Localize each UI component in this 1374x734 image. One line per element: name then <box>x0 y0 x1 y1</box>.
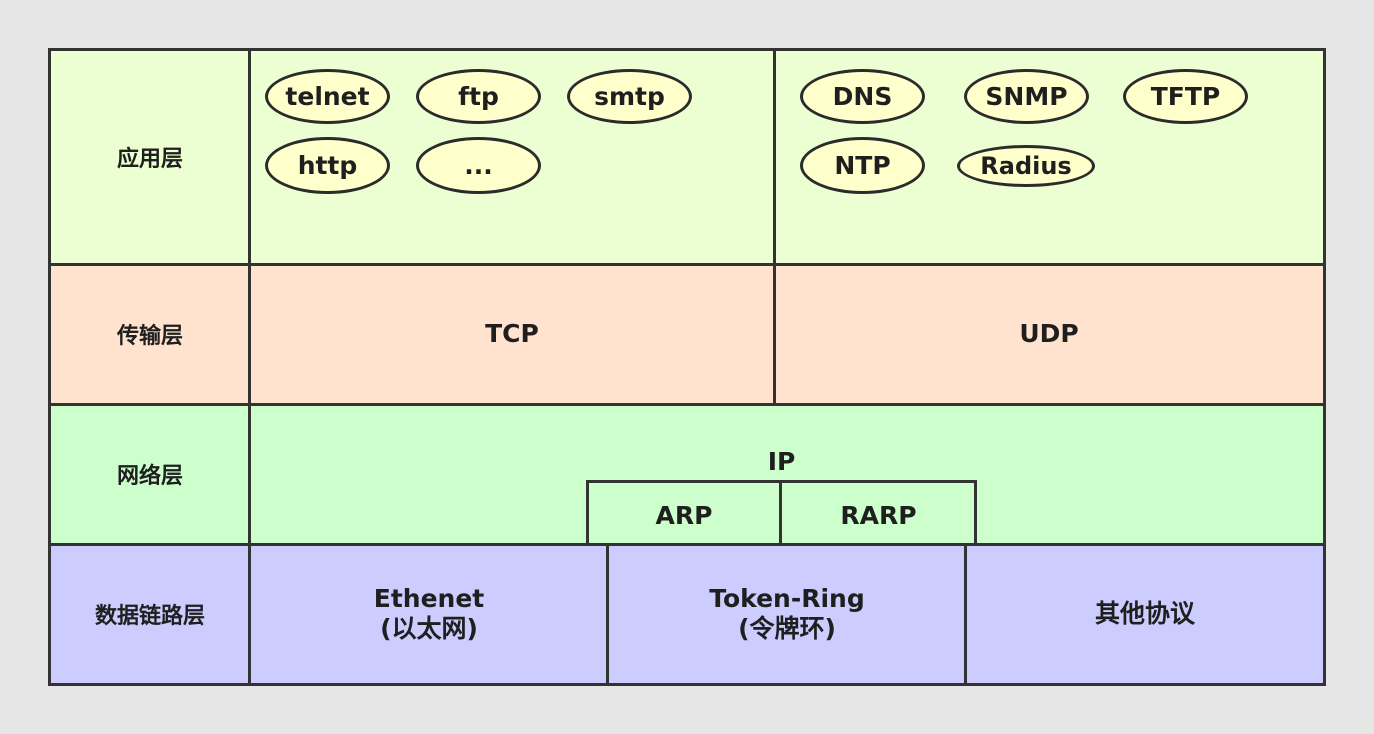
network-row <box>50 404 1324 544</box>
application-layer-label: 应用层 <box>116 147 183 172</box>
protocol-ntp: NTP <box>800 137 925 194</box>
protocol-more: ... <box>416 137 541 194</box>
network-ip: IP <box>767 447 796 476</box>
protocol-telnet: telnet <box>265 69 390 124</box>
row-divider-2 <box>48 403 1326 406</box>
protocol-tftp: TFTP <box>1123 69 1248 124</box>
protocol-smtp: smtp <box>567 69 692 124</box>
row-divider-1 <box>48 263 1326 266</box>
datalink-divider-2 <box>964 543 967 686</box>
ethernet-sublabel: (以太网) <box>380 614 478 643</box>
protocol-ftp: ftp <box>416 69 541 124</box>
border-top <box>48 48 1326 51</box>
datalink-row <box>50 544 1324 684</box>
row-divider-3 <box>48 543 1326 546</box>
label-column-divider <box>248 48 251 686</box>
arp-box-left <box>586 480 589 545</box>
arp-box-right <box>974 480 977 545</box>
transport-row <box>50 264 1324 404</box>
network-rarp: RARP <box>840 501 917 530</box>
network-arp: ARP <box>655 501 713 530</box>
datalink-layer-label: 数据链路层 <box>94 604 205 629</box>
protocol-snmp: SNMP <box>964 69 1089 124</box>
transport-tcp: TCP <box>485 319 539 348</box>
protocol-dns: DNS <box>800 69 925 124</box>
protocol-http: http <box>265 137 390 194</box>
network-layer-label: 网络层 <box>116 464 183 489</box>
transport-udp: UDP <box>1019 319 1079 348</box>
token-ring-sublabel: (令牌环) <box>738 614 836 643</box>
datalink-divider-1 <box>606 543 609 686</box>
transport-layer-label: 传输层 <box>116 324 183 349</box>
arp-rarp-divider <box>779 480 782 545</box>
datalink-other: 其他协议 <box>1094 599 1195 628</box>
border-bottom <box>48 683 1326 686</box>
token-ring-label: Token-Ring <box>709 584 865 613</box>
border-right <box>1323 48 1326 686</box>
protocol-radius: Radius <box>957 145 1095 187</box>
ethernet-label: Ethenet <box>373 584 485 613</box>
border-left <box>48 48 51 686</box>
datalink-ethernet: Ethenet (以太网) <box>250 544 608 684</box>
datalink-token-ring: Token-Ring (令牌环) <box>608 544 966 684</box>
tcp-udp-divider <box>773 48 776 405</box>
